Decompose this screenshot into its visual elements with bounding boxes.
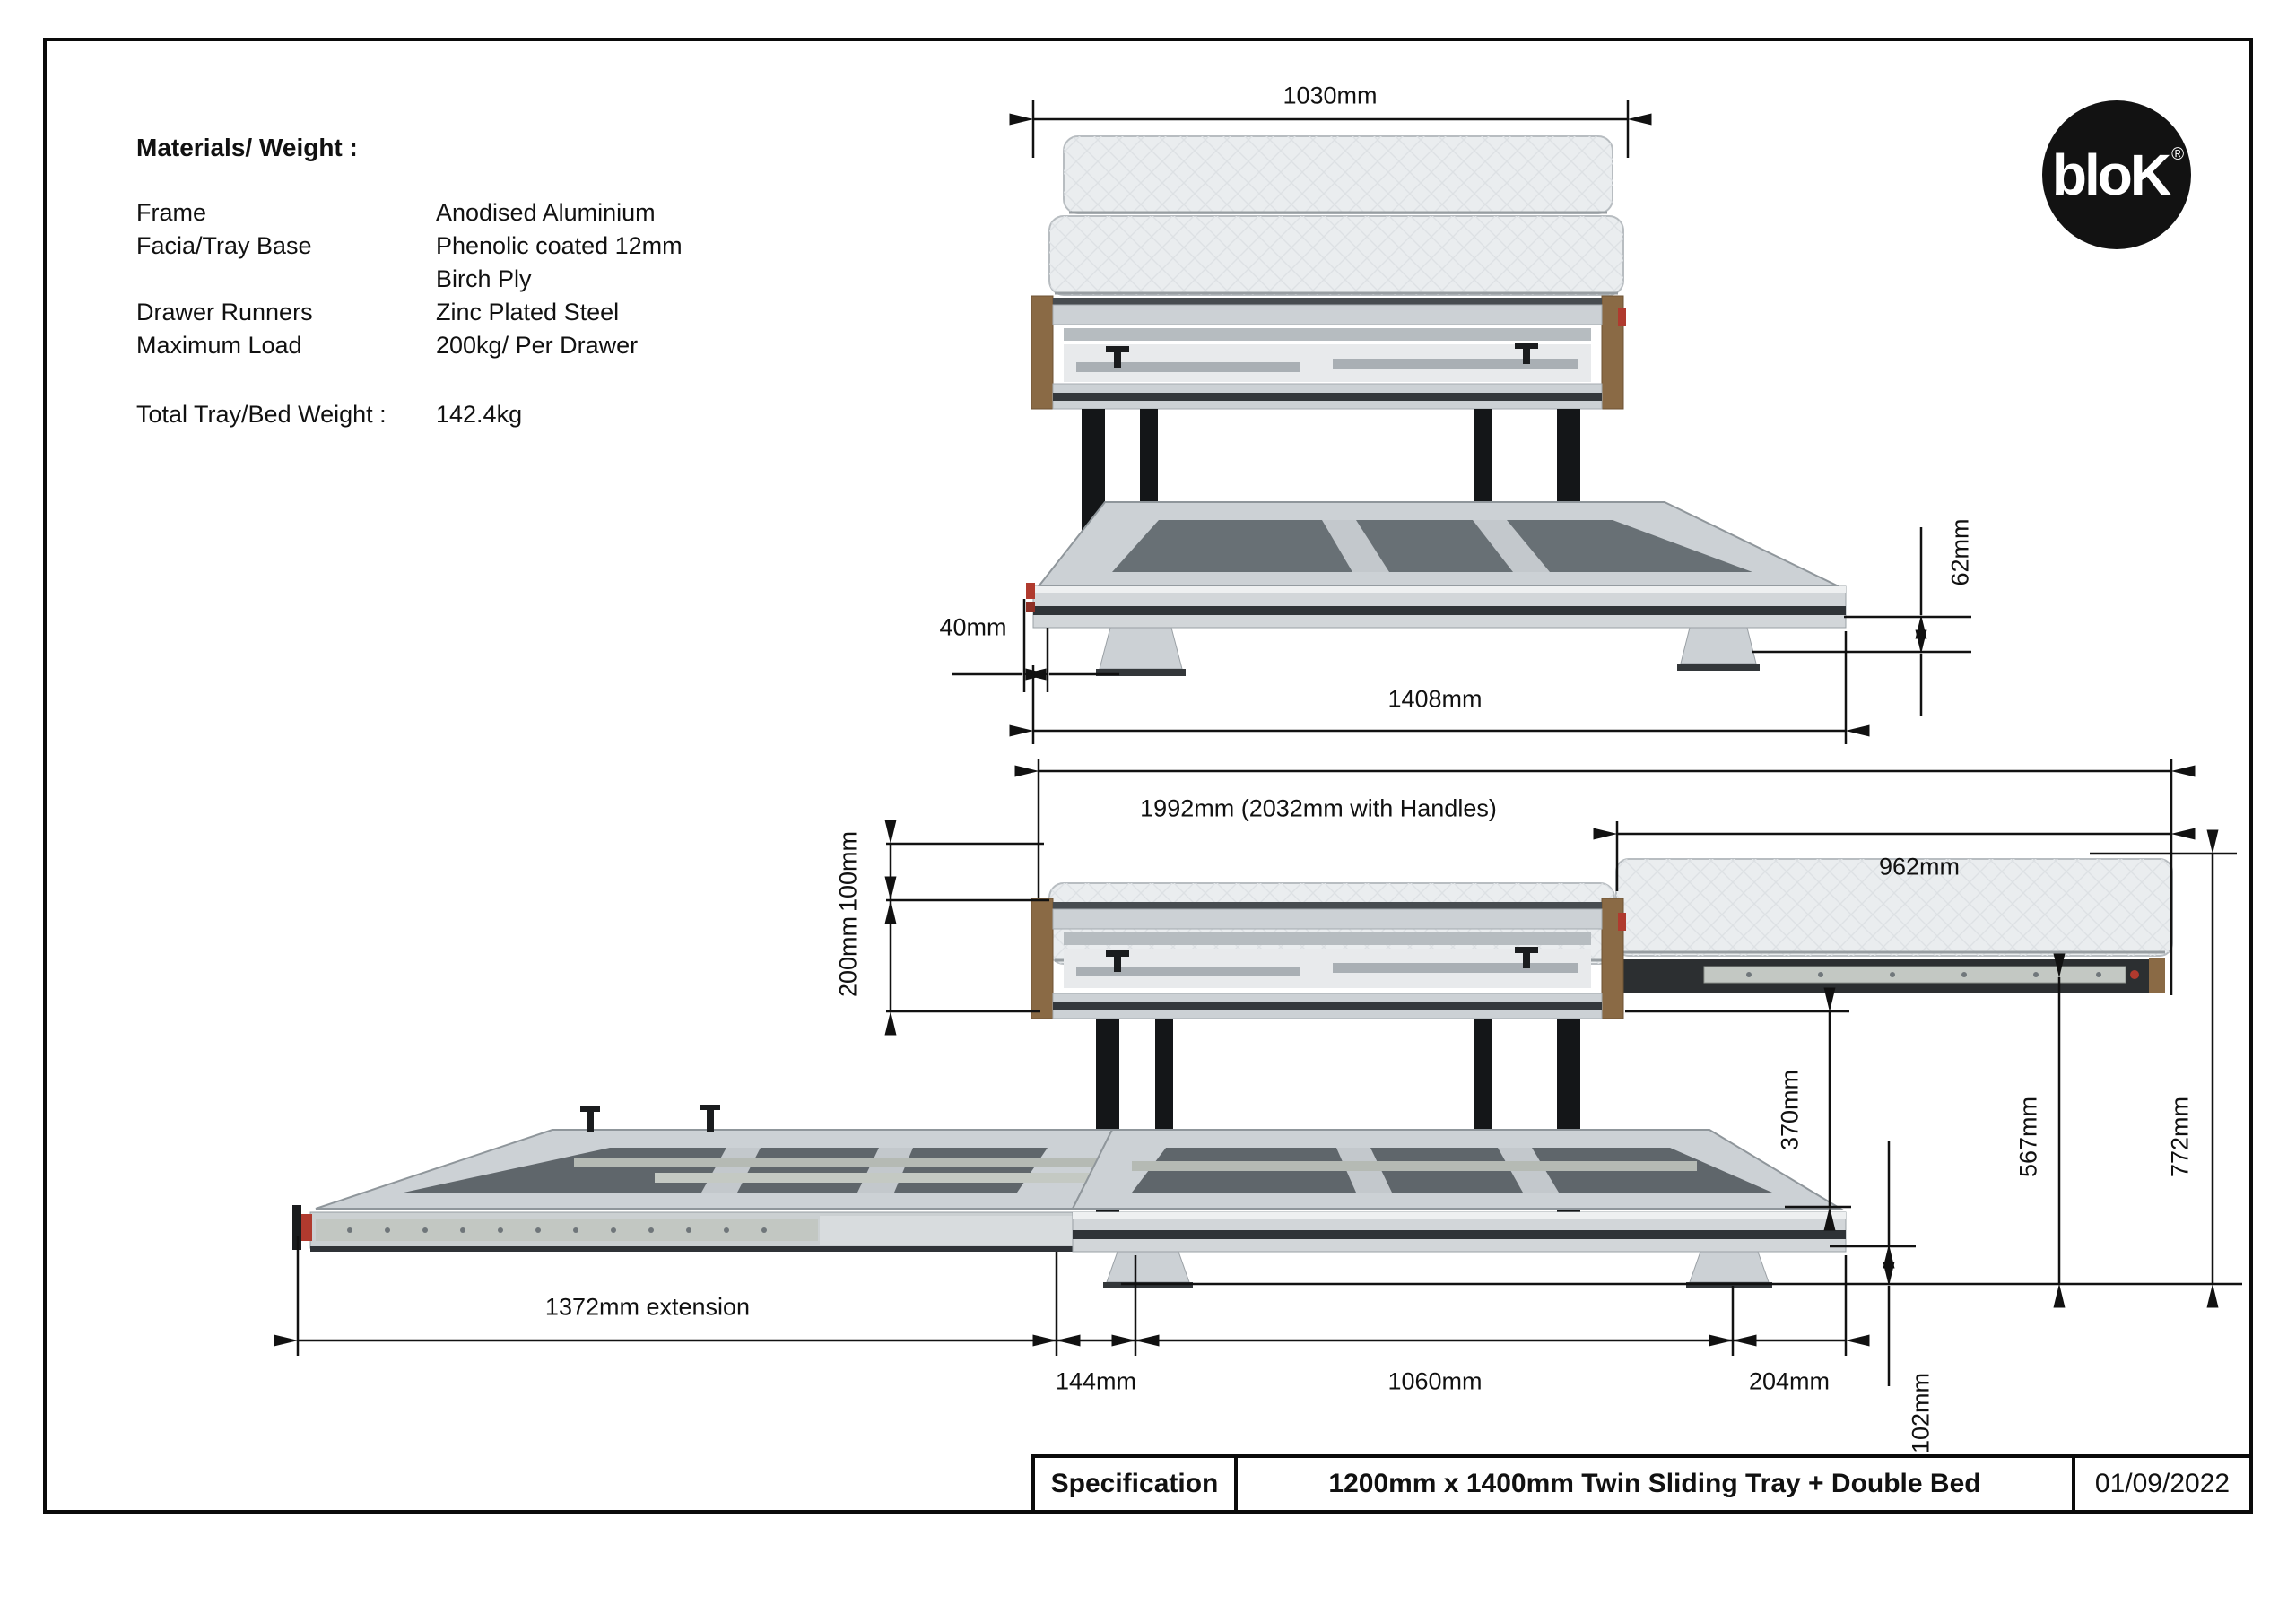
dim-deck-height: 567mm — [2014, 1096, 2042, 1178]
material-value: Anodised Aluminium — [436, 199, 656, 226]
dim-mattress-width: 1030mm — [1283, 82, 1378, 109]
material-value: Birch Ply — [436, 265, 532, 292]
blok-logo-text: bloK — [2051, 143, 2171, 207]
dim-right-extension: 962mm — [1878, 853, 1961, 880]
dim-foot-height: 102mm — [1907, 1372, 1935, 1454]
pulled-out-tray — [292, 1105, 1570, 1252]
extended-bed-view — [274, 759, 2242, 1386]
extended-view-dimension-lines — [274, 759, 2242, 1386]
material-label: Maximum Load — [136, 332, 302, 359]
dim-mattress-thickness: 100mm — [834, 830, 862, 913]
materials-row: Maximum Load 200kg/ Per Drawer — [136, 329, 683, 362]
specification-bar: Specification 1200mm x 1400mm Twin Slidi… — [1031, 1454, 2253, 1514]
slide-rail-rivets — [347, 1227, 767, 1233]
dim-base-length: 1060mm — [1387, 1367, 1483, 1395]
material-label: Frame — [136, 199, 207, 226]
spec-title-cell: 1200mm x 1400mm Twin Sliding Tray + Doub… — [1238, 1458, 2075, 1510]
top-view-dimension-lines — [952, 100, 1971, 744]
upper-frame-extended — [1031, 898, 1626, 1019]
dim-rail-height: 62mm — [1946, 518, 1974, 586]
total-weight-label: Total Tray/Bed Weight : — [136, 401, 387, 428]
mattress-stack — [1048, 135, 1624, 296]
dim-overall-height: 772mm — [2166, 1096, 2194, 1178]
material-value: Zinc Plated Steel — [436, 299, 620, 325]
extension-mattress — [1615, 858, 2173, 993]
closed-bed-view — [952, 100, 1971, 744]
drawer-runner-rivets — [1746, 972, 2101, 977]
total-weight-row: Total Tray/Bed Weight : 142.4kg — [136, 398, 683, 431]
blok-logo: bloK® — [2042, 100, 2191, 249]
materials-title: Materials/ Weight : — [136, 134, 358, 161]
materials-row: Birch Ply — [136, 263, 683, 296]
materials-row: Frame Anodised Aluminium — [136, 196, 683, 230]
material-value: Phenolic coated 12mm — [436, 232, 683, 259]
materials-block: Materials/ Weight : Frame Anodised Alumi… — [136, 131, 683, 431]
material-value: 200kg/ Per Drawer — [436, 332, 639, 359]
materials-row: Facia/Tray Base Phenolic coated 12mm — [136, 230, 683, 263]
dim-frame-width: 1408mm — [1387, 685, 1483, 713]
dim-front-offset: 40mm — [939, 613, 1007, 641]
upper-frame — [1031, 295, 1626, 410]
lower-tray-frame — [1026, 501, 1847, 676]
material-label: Facia/Tray Base — [136, 232, 312, 259]
dim-tray-depth: 200mm — [834, 915, 862, 998]
spec-label-cell: Specification — [1035, 1458, 1238, 1510]
materials-row: Drawer Runners Zinc Plated Steel — [136, 296, 683, 329]
dim-overall-length: 1992mm (2032mm with Handles) — [1140, 794, 1497, 822]
dim-left-extension: 1372mm extension — [544, 1293, 751, 1321]
dim-under-clearance: 370mm — [1776, 1069, 1804, 1151]
total-weight-value: 142.4kg — [436, 401, 523, 428]
dim-front-overhang: 204mm — [1748, 1367, 1831, 1395]
materials-table: Frame Anodised Aluminium Facia/Tray Base… — [136, 196, 683, 362]
main-lower-frame — [1071, 1129, 1847, 1288]
material-label: Drawer Runners — [136, 299, 313, 325]
dim-rear-gap: 144mm — [1055, 1367, 1137, 1395]
spec-date-cell: 01/09/2022 — [2094, 1469, 2231, 1498]
registered-mark-icon: ® — [2171, 145, 2185, 164]
